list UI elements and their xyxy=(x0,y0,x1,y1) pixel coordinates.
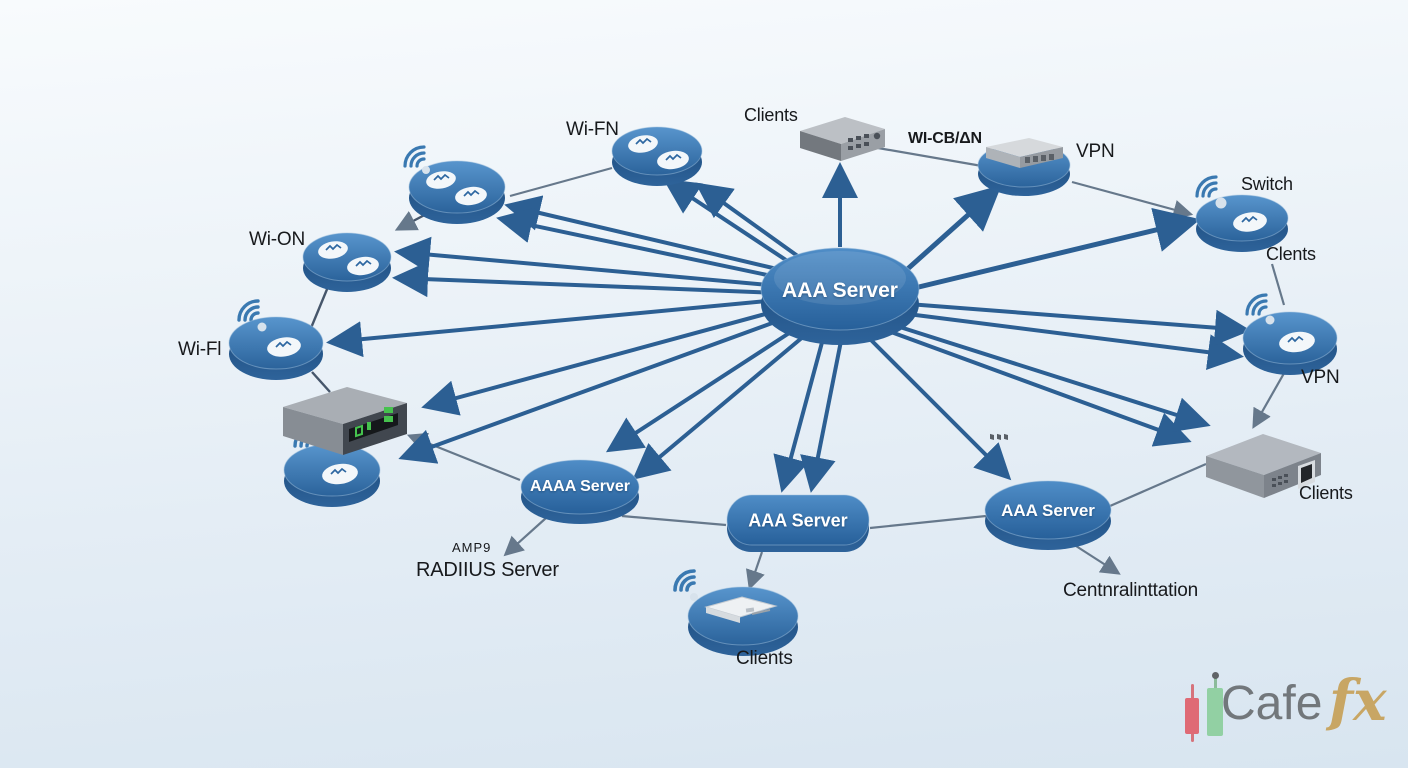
vpn-top-label: VPN xyxy=(1076,141,1115,162)
wifn-label: Wi-FN xyxy=(566,119,619,140)
node-wifl-disc xyxy=(228,316,324,380)
clients-right-lower-label: Clients xyxy=(1299,483,1353,503)
radius-server-label: RADIIUS Server xyxy=(416,559,559,581)
wicvlan-label: WI-CB/ΔN xyxy=(908,130,982,147)
watermark-suffix-text: fx xyxy=(1329,668,1387,734)
node-wicvlan-switch xyxy=(977,138,1071,441)
node-aaa-server-bottom-right xyxy=(984,480,1112,550)
node-aaa-server-bottom-center xyxy=(726,494,870,552)
wion-label: Wi-ON xyxy=(249,229,305,250)
edges-blue-arrows xyxy=(326,162,1251,493)
red-candlestick-icon xyxy=(1185,698,1199,734)
wifi-icon xyxy=(1245,293,1268,316)
node-vpn-disc xyxy=(1242,311,1338,375)
node-aaaa-server xyxy=(520,459,640,524)
cafefx-watermark: Cafe fx xyxy=(1183,668,1398,756)
node-access-point-top-left xyxy=(408,160,506,224)
node-wion-disc xyxy=(302,232,392,292)
switch-label: Switch xyxy=(1241,174,1293,194)
edges-gray xyxy=(406,146,1288,591)
wifi-icon xyxy=(1195,175,1218,198)
node-aaa-server-center xyxy=(760,247,920,345)
wifi-icon xyxy=(237,299,260,322)
vpn-right-label: VPN xyxy=(1301,367,1340,388)
node-clients-right-box xyxy=(1206,434,1321,498)
watermark-brand-text: Cafe xyxy=(1221,677,1323,730)
aaa-server-bottom-center-label: AAA Server xyxy=(748,510,848,531)
wifi-icon xyxy=(673,569,696,592)
node-access-point-left-lower xyxy=(283,443,381,507)
aaa-server-center-label: AAA Server xyxy=(782,279,898,302)
aaa-server-bottom-right-label: AAA Server xyxy=(1001,501,1095,520)
node-clients-bottom-disc xyxy=(687,586,799,656)
wifi-icon xyxy=(403,145,426,168)
centralization-label: Centnralinttation xyxy=(1063,580,1198,601)
node-clients-top-box xyxy=(800,117,885,161)
node-switch-disc xyxy=(1195,194,1289,252)
aaaa-server-label: AAAA Server xyxy=(530,478,630,495)
amp9-label: AMP9 xyxy=(452,540,492,555)
clients-bottom-label: Clients xyxy=(736,648,793,669)
green-candlestick-icon xyxy=(1207,688,1223,736)
node-wifn-disc xyxy=(611,126,703,186)
wifl-label: Wi-Fl xyxy=(178,339,222,360)
clients-right-upper-label: Clents xyxy=(1266,244,1316,264)
candlestick-dot xyxy=(1212,672,1219,679)
node-server-left-box xyxy=(283,387,407,455)
clients-top-label: Clients xyxy=(744,105,798,125)
